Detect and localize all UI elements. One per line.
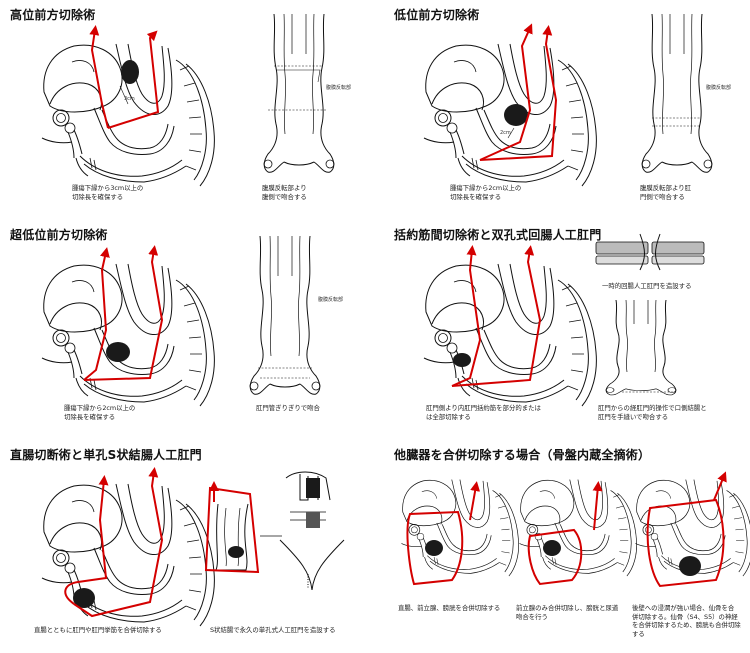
peritoneal-reflection-label: 腹膜反転部 [318,297,344,303]
tumor [453,353,471,367]
resection-line [646,498,725,588]
title-high-anterior-resection: 高位前方切除術 [10,8,96,22]
tumor [543,540,561,556]
caption: 腹膜反転部より肛 門側で吻合する [640,184,691,201]
caption: 腹膜反転部より 腹側で吻合する [262,184,307,201]
resection-line [89,25,109,129]
tumor [425,540,443,556]
caption: 直腸、前立腺、膀胱を合併切除する [398,604,501,612]
sigmoid-colon-diagram [204,481,282,574]
title-isr-ileostomy: 括約筋間切除術と双孔式回腸人工肛門 [394,228,602,242]
caption: 腫瘍下縁から3cm以上の 切除長を確保する [72,184,144,201]
resection-line [479,23,533,161]
tumor [106,342,130,362]
margin-label: 2cm [500,130,511,136]
peritoneal-reflection-label: 腹膜反転部 [706,85,732,91]
resection-line [479,25,558,161]
title-ultra-low-anterior-resection: 超低位前方切除術 [10,228,108,242]
resection-line [83,245,164,381]
caption: S状結腸で永久の単孔式人工肛門を造設する [210,626,336,634]
caption: 腫瘍下縁から2cm以上の 切除長を確保する [64,404,136,421]
peritoneal-reflection-label: 腹膜反転部 [326,85,352,91]
resection-line [406,510,464,586]
title-pelvic-exenteration: 他臓器を合併切除する場合（骨盤内蔵全摘術） [394,448,651,462]
caption: 肛門側より内肛門括約筋を部分的または は全部切除する [426,404,541,421]
resection-line [527,528,583,586]
caption: 直腸とともに肛門や肛門挙筋を合併切除する [34,626,162,634]
caption: 一時的回腸人工肛門を造設する [602,282,692,290]
title-low-anterior-resection: 低位前方切除術 [394,8,480,22]
resection-line [107,30,160,129]
resection-line [83,247,110,381]
caption: 前立腺のみ合併切除し、膀胱と尿道 吻合を行う [516,604,619,621]
tumor [504,104,528,126]
resection-line [451,245,482,387]
resection-line [64,475,109,605]
caption: 肛門管ぎりぎりで吻合 [256,404,320,412]
stoma-diagram [279,471,345,591]
resection-line [451,245,542,387]
tumor [679,556,701,576]
tumor [121,60,139,84]
margin-label: 3cm [124,96,135,102]
title-apr-colostomy: 直腸切断術と単孔S状結腸人工肛門 [10,448,202,462]
caption: 後壁への浸潤が強い場合、仙骨を合 併切除する。仙骨（S4、S5）の神経 を合併切… [632,604,741,638]
tumor [73,588,95,608]
ileostomy-diagram [595,233,705,271]
caption: 腫瘍下縁から2cm以上の 切除長を確保する [450,184,522,201]
caption: 肛門からの経肛門的操作で口側結腸と 肛門を手縫いで吻合する [598,404,707,421]
resection-line [73,467,164,618]
